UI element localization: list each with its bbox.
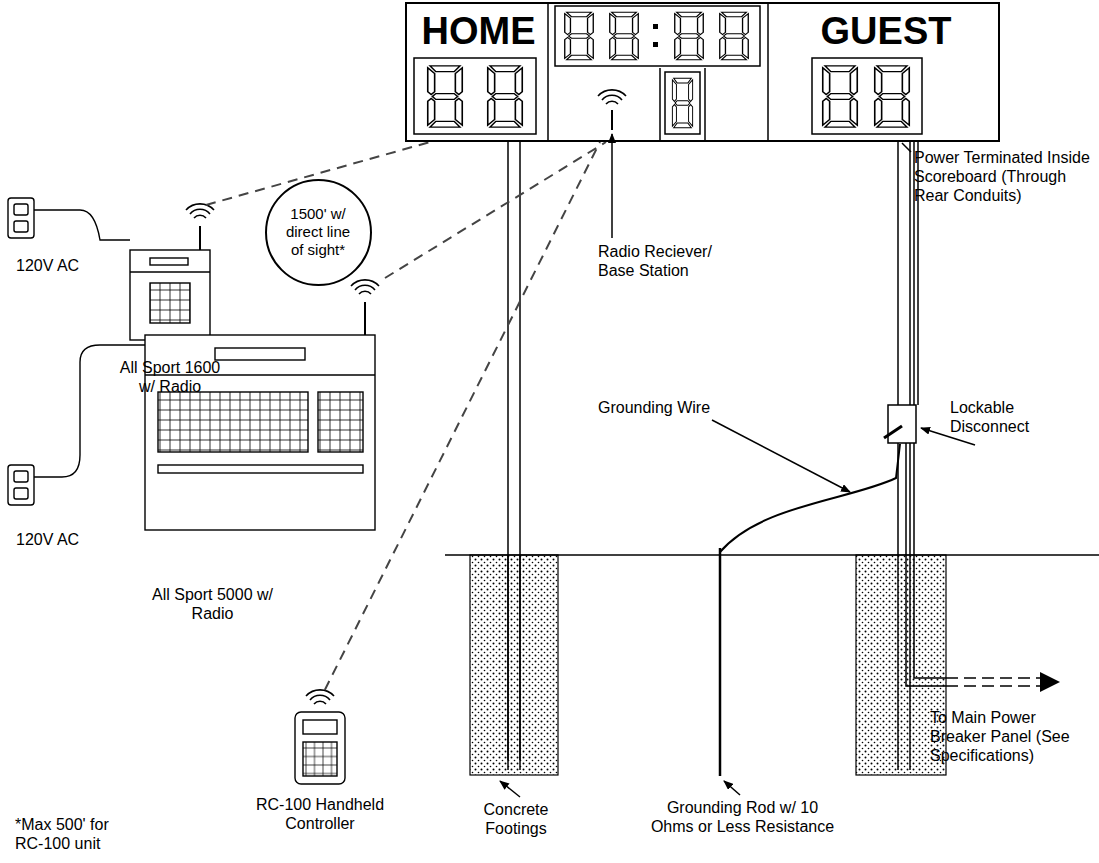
- callout-label: Grounding Wire: [598, 398, 710, 417]
- drawing-part: [888, 405, 916, 443]
- drawing-part: [351, 280, 379, 294]
- drawing-part: [364, 302, 366, 335]
- drawing-part: [414, 58, 536, 134]
- home-heading: HOME: [407, 12, 550, 50]
- drawing-part: [150, 258, 188, 265]
- drawing-part: [14, 221, 28, 232]
- drawing-part: [507, 142, 509, 770]
- device-caption: All Sport 1600 w/ Radio: [110, 358, 230, 396]
- support-posts: [508, 142, 910, 770]
- drawing-part: [295, 712, 345, 784]
- power-outlet: [8, 198, 145, 505]
- drawing-part: [598, 90, 626, 104]
- device-caption: All Sport 5000 w/ Radio: [145, 585, 280, 623]
- drawing-part: [767, 2, 769, 142]
- drawing-part: [318, 392, 363, 452]
- range-circle: 1500' w/ direct line of sight*: [265, 179, 372, 286]
- controller-unit: All Sport 5000 w/ Radio: [135, 278, 385, 628]
- power-run-arrow: [946, 678, 1042, 686]
- drawing-part: [303, 720, 337, 734]
- radio-link: [385, 142, 606, 278]
- drawing-part: [812, 58, 922, 134]
- drawing-part: [675, 12, 704, 60]
- drawing-part: [902, 143, 911, 152]
- grounding-rod: [719, 548, 722, 776]
- drawing-part: [215, 348, 305, 360]
- drawing-part: [884, 426, 902, 438]
- drawing-part: [428, 66, 463, 127]
- callout-label: Radio Reciever/ Base Station: [598, 242, 723, 280]
- drawing-part: [653, 24, 658, 29]
- receiver-antenna: [598, 90, 626, 130]
- drawing-part: [306, 690, 334, 704]
- callout-label: Power Terminated Inside Scoreboard (Thro…: [914, 148, 1096, 206]
- power-run-arrowhead: [1040, 672, 1060, 692]
- grounding-wire: [720, 444, 900, 552]
- drawing-part: [8, 198, 34, 238]
- drawing-part: [14, 488, 28, 499]
- device-caption: RC-100 Handheld Controller: [240, 795, 400, 833]
- drawing-part: [547, 2, 549, 142]
- range-note: 1500' w/ direct line of sight*: [278, 205, 358, 259]
- drawing-part: [659, 68, 661, 142]
- post-in-footing: [508, 555, 520, 760]
- rc-100-handheld: [295, 690, 345, 784]
- drawing-part: [507, 555, 509, 760]
- drawing-part: [14, 471, 28, 482]
- drawing-part: [555, 6, 760, 66]
- drawing-part: [906, 443, 946, 686]
- drawing-part: [500, 781, 520, 797]
- all-sport-1600-console: [130, 204, 214, 340]
- callout-label: Concrete Footings: [466, 800, 566, 838]
- concrete-footing: [470, 555, 558, 775]
- drawing-part: [875, 66, 910, 127]
- callout-label: 120V AC: [16, 530, 79, 549]
- drawing-part: [914, 443, 946, 678]
- drawing-part: [946, 685, 1042, 687]
- callout-label: 120V AC: [16, 256, 79, 275]
- drawing-part: [150, 283, 190, 323]
- drawing-part: [488, 66, 523, 127]
- callout-label: To Main Power Breaker Panel (See Specifi…: [930, 708, 1090, 766]
- drawing-part: [946, 677, 1042, 679]
- drawing-part: [610, 12, 639, 60]
- drawing-part: [611, 134, 613, 238]
- drawing-part: [158, 392, 308, 452]
- drawing-part: [199, 226, 201, 250]
- drawing-part: [130, 271, 210, 272]
- drawing-part: [186, 204, 214, 218]
- leader-lines: [500, 134, 975, 797]
- drawing-part: [720, 12, 749, 60]
- drawing-part: [611, 110, 613, 130]
- drawing-part: [158, 465, 363, 473]
- scoreboard: HOME GUEST: [405, 2, 1000, 142]
- drawing-part: [303, 742, 337, 776]
- drawing-part: [724, 781, 740, 795]
- drawing-part: [519, 555, 521, 760]
- callout-label: Lockable Disconnect: [950, 398, 1050, 436]
- drawing-part: [672, 78, 692, 127]
- controller-unit: All Sport 1600 w/ Radio: [110, 205, 230, 400]
- drawing-part: [823, 66, 858, 127]
- drawing-part: [130, 250, 210, 340]
- drawing-part: [34, 210, 130, 240]
- drawing-part: [565, 12, 594, 60]
- controller-unit: RC-100 Handheld Controller: [240, 690, 400, 842]
- drawing-part: [712, 420, 850, 492]
- drawing-part: [665, 72, 700, 134]
- drawing-part: [704, 68, 706, 142]
- callout-label: *Max 500' for RC-100 unit: [15, 815, 125, 853]
- callout-label: Grounding Rod w/ 10 Ohms or Less Resista…: [650, 798, 835, 836]
- drawing-part: [519, 142, 521, 770]
- drawing-part: [8, 465, 34, 505]
- drawing-part: [14, 204, 28, 215]
- guest-heading: GUEST: [770, 12, 1002, 50]
- drawing-part: [653, 42, 658, 47]
- all-sport-5000-console: [145, 280, 379, 530]
- lockable-disconnect: [884, 405, 916, 443]
